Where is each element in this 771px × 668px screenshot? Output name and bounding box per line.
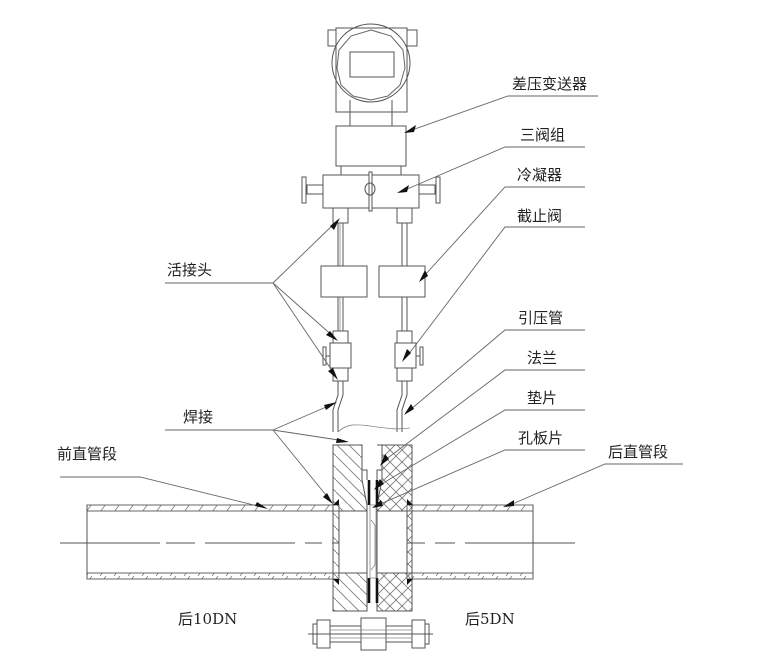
break-line: [337, 424, 411, 433]
label-three-valve-manifold: 三阀组: [520, 126, 565, 144]
label-weld: 焊接: [183, 408, 213, 426]
dp-transmitter: [327, 23, 418, 175]
label-upstream-length: 后10DN: [178, 610, 237, 628]
left-impulse-line: [320, 207, 368, 432]
label-flange: 法兰: [527, 349, 557, 367]
right-impulse-line: [378, 207, 426, 432]
label-upstream-pipe: 前直管段: [57, 445, 117, 463]
label-downstream-length: 后5DN: [465, 610, 515, 628]
label-condenser: 冷凝器: [517, 166, 562, 184]
downstream-flange: [376, 444, 413, 612]
downstream-pipe: [406, 504, 534, 580]
label-downstream-pipe: 后直管段: [608, 443, 668, 461]
three-valve-manifold: [301, 171, 441, 212]
leader-lines: [60, 95, 683, 509]
right-condenser: [378, 265, 426, 298]
label-dp-transmitter: 差压变送器: [512, 75, 587, 93]
upstream-pipe: [86, 504, 340, 580]
label-shutoff-valve: 截止阀: [517, 207, 562, 225]
label-gasket: 垫片: [527, 389, 557, 407]
flange-bolt: [308, 617, 433, 651]
label-orifice-plate: 孔板片: [518, 429, 563, 447]
left-condenser: [320, 265, 368, 298]
pressure-tap-cavity: [361, 445, 383, 480]
weld-marks: [333, 499, 413, 585]
label-union-joint: 活接头: [167, 261, 212, 279]
label-impulse-line: 引压管: [518, 309, 563, 327]
orifice-plate: [367, 480, 379, 603]
